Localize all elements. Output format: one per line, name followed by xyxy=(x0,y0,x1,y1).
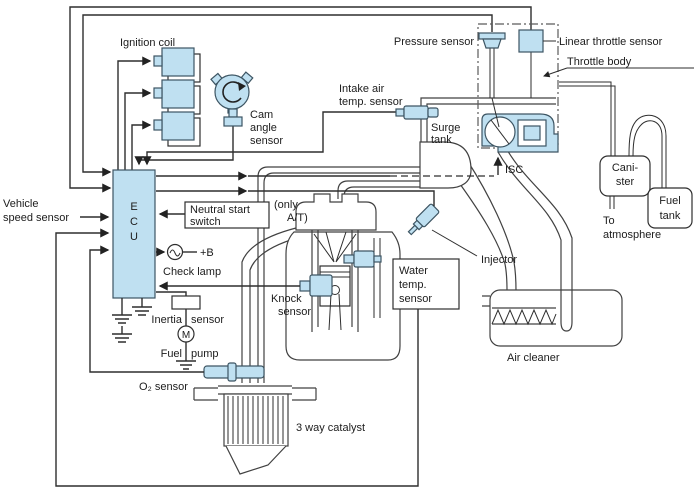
vehicle-speed-label-2: speed sensor xyxy=(3,212,69,224)
pipe-fuel-tank-to-canister xyxy=(628,114,667,188)
cam-angle-sensor-device xyxy=(210,71,254,127)
injector-callout xyxy=(431,229,478,257)
air-cleaner xyxy=(482,289,623,347)
wire-pressure-to-ecu xyxy=(82,14,493,177)
three-way-catalyst xyxy=(193,385,317,475)
injector-device xyxy=(407,203,440,236)
fuel-tank-label-1: Fuel xyxy=(659,195,680,207)
pipe-to-atmosphere xyxy=(609,196,615,209)
ground-icon xyxy=(176,360,196,370)
o2-sensor-device xyxy=(203,362,265,382)
knock-label-2: sensor xyxy=(278,306,311,318)
pipe-throttle-to-air-cleaner xyxy=(497,147,573,292)
ignition-coil-1 xyxy=(153,47,201,83)
wire-ecu-to-injector xyxy=(156,186,435,206)
vehicle-speed-label-1: Vehicle xyxy=(3,198,38,210)
fuel-pump-label-2: pump xyxy=(191,348,219,360)
cam-angle-label-1: Cam xyxy=(250,109,273,121)
pressure-sensor-label: Pressure sensor xyxy=(394,36,474,48)
fuel-tank-label-2: tank xyxy=(660,210,681,222)
water-temp-label-2: temp. xyxy=(399,279,427,291)
surge-tank-label-2: tank xyxy=(431,134,452,146)
inertia-fuel-pump-chain xyxy=(156,291,201,370)
neutral-start-label-2: switch xyxy=(190,216,221,228)
inertia-label-1: Inertia xyxy=(151,314,182,326)
pressure-sensor-device xyxy=(478,32,506,128)
only-at-label-2: A/T) xyxy=(287,212,308,224)
wire-linear-throttle-to-ecu xyxy=(69,6,532,193)
ground-icon xyxy=(112,333,132,343)
ignition-coil-label: Ignition coil xyxy=(120,37,175,49)
knock-label-1: Knock xyxy=(271,293,302,305)
isc-unit xyxy=(481,113,559,153)
wire-water-temp-to-ecu xyxy=(55,228,419,487)
throttle-body-callout xyxy=(543,67,694,78)
air-cleaner-label: Air cleaner xyxy=(507,352,560,364)
water-temp-label-3: sensor xyxy=(399,293,432,305)
isc-label: ISC xyxy=(505,164,523,176)
ecu xyxy=(112,169,156,343)
canister-label-2: ster xyxy=(616,176,635,188)
wire-ignition-coils xyxy=(117,56,152,170)
check-lamp-label: Check lamp xyxy=(163,266,221,278)
ignition-coil-3 xyxy=(153,111,201,147)
linear-throttle-label: Linear throttle sensor xyxy=(559,36,663,48)
water-temp-sensor-box xyxy=(392,258,460,310)
cam-angle-label-3: sensor xyxy=(250,135,283,147)
pipe-canister-purge xyxy=(559,81,616,156)
fuel-tank xyxy=(647,187,693,229)
pipe-surge-outer-arc xyxy=(459,159,517,292)
water-temp-sensor-device xyxy=(343,250,382,268)
water-temp-label-1: Water xyxy=(399,265,428,277)
check-lamp xyxy=(156,243,197,261)
only-at-label-1: (only xyxy=(274,199,298,211)
intake-air-label-1: Intake air xyxy=(339,83,385,95)
wire-cam-angle-to-ecu xyxy=(134,126,234,166)
knock-sensor-device xyxy=(299,274,333,297)
linear-throttle-sensor-device xyxy=(518,29,556,98)
intake-air-temp-sensor-device xyxy=(395,105,439,120)
intake-air-label-2: temp. sensor xyxy=(339,96,403,108)
throttle-body-label: Throttle body xyxy=(567,56,632,68)
injector-label: Injector xyxy=(481,254,517,266)
ecu-label-e: E xyxy=(130,201,137,213)
o2-sensor-label: O₂ sensor xyxy=(139,381,188,393)
inertia-label-2: sensor xyxy=(191,314,224,326)
valve-cover xyxy=(295,193,377,231)
ecu-label-u: U xyxy=(130,231,138,243)
diagram-labels: Ignition coil Cam angle sensor Vehicle s… xyxy=(3,36,681,434)
neutral-start-switch-box xyxy=(184,201,270,229)
ignition-coil-2 xyxy=(153,79,201,115)
neutral-start-label-1: Neutral start xyxy=(190,204,250,216)
to-atmosphere-label-2: atmosphere xyxy=(603,229,661,241)
canister-label-1: Cani- xyxy=(612,162,639,174)
ground-icon xyxy=(112,314,132,324)
to-atmosphere-label-1: To xyxy=(603,215,615,227)
inertia-sensor-box xyxy=(171,295,201,310)
canister xyxy=(599,155,651,197)
motor-m-label: M xyxy=(182,330,190,341)
cam-angle-label-2: angle xyxy=(250,122,277,134)
ecu-label-c: C xyxy=(130,216,138,228)
fuel-pump-label-1: Fuel xyxy=(161,348,182,360)
surge-tank-body xyxy=(419,141,472,189)
wire-intake-air-temp-to-ecu xyxy=(142,111,396,166)
wire-o2-to-ecu xyxy=(89,245,204,373)
surge-tank-label-1: Surge xyxy=(431,122,460,134)
plus-b-label: +B xyxy=(200,247,214,259)
ground-icon xyxy=(132,306,152,316)
wire-ecu-to-isc xyxy=(156,156,503,181)
catalyst-label: 3 way catalyst xyxy=(296,422,365,434)
